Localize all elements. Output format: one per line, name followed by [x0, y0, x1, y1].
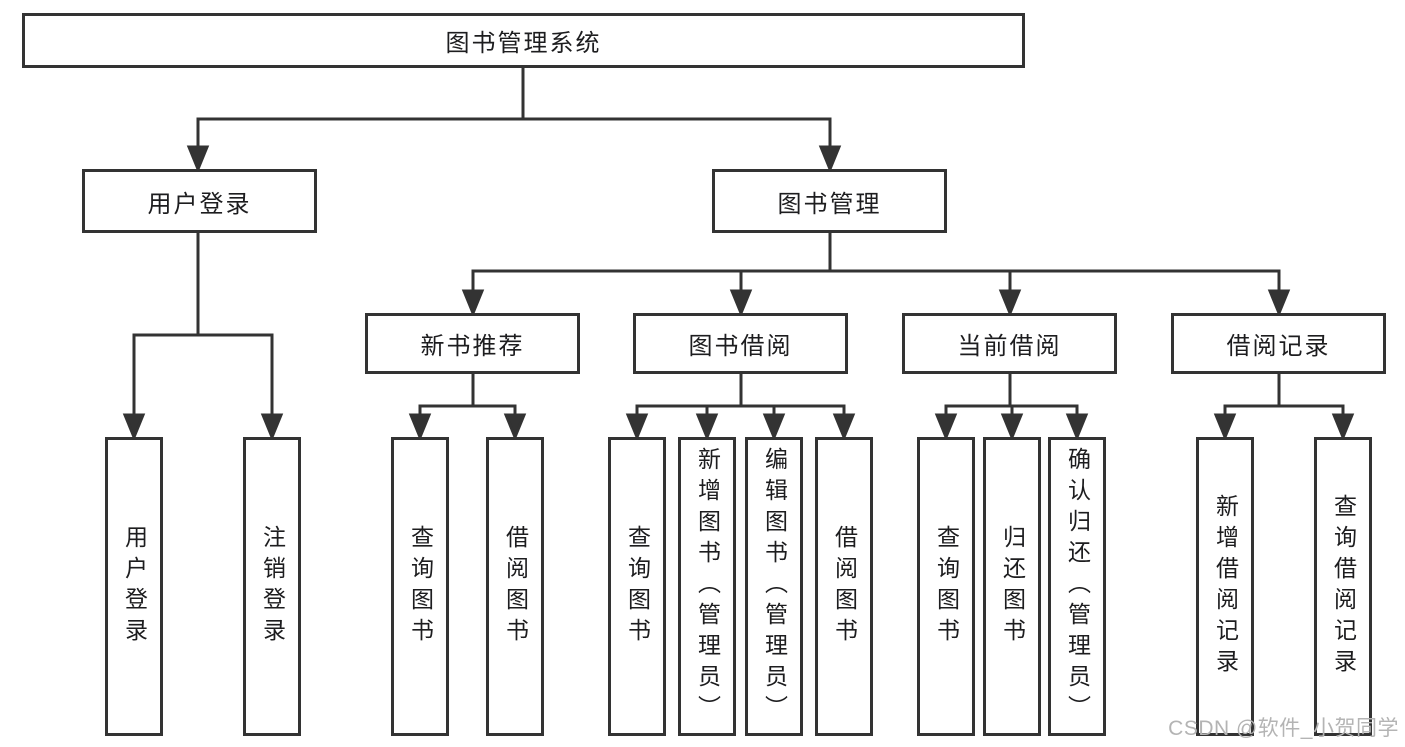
- leaf-recommend-query-books: 查询图书: [391, 437, 449, 736]
- connector-user-login-children: [122, 231, 284, 441]
- leaf-edit-books-admin: 编辑图书（管理员）: [745, 437, 803, 736]
- leaf-logout: 注销登录: [243, 437, 301, 736]
- node-book-management: 图书管理: [712, 169, 947, 233]
- node-borrow-records: 借阅记录: [1171, 313, 1386, 374]
- leaf-return-books: 归还图书: [983, 437, 1041, 736]
- connector-current-borrow-children: [934, 372, 1089, 441]
- leaf-add-borrow-record: 新增借阅记录: [1196, 437, 1254, 736]
- connector-borrow-record-children: [1213, 372, 1355, 441]
- leaf-user-login: 用户登录: [105, 437, 163, 736]
- leaf-add-books-admin: 新增图书（管理员）: [678, 437, 736, 736]
- leaf-borrow-books: 借阅图书: [815, 437, 873, 736]
- connector-root-to-level2: [186, 63, 842, 173]
- node-new-book-recommend: 新书推荐: [365, 313, 580, 374]
- leaf-query-borrow-record: 查询借阅记录: [1314, 437, 1372, 736]
- node-user-login: 用户登录: [82, 169, 317, 233]
- connector-new-book-children: [408, 372, 527, 441]
- node-current-borrow: 当前借阅: [902, 313, 1117, 374]
- connector-book-borrow-children: [625, 372, 856, 441]
- node-root-system: 图书管理系统: [22, 13, 1025, 68]
- leaf-recommend-borrow-books: 借阅图书: [486, 437, 544, 736]
- leaf-current-query-books: 查询图书: [917, 437, 975, 736]
- connector-book-mgmt-children: [461, 231, 1291, 317]
- csdn-watermark: CSDN @软件_小贺同学: [1168, 717, 1399, 740]
- leaf-confirm-return-admin: 确认归还（管理员）: [1048, 437, 1106, 736]
- leaf-borrow-query-books: 查询图书: [608, 437, 666, 736]
- node-book-borrow: 图书借阅: [633, 313, 848, 374]
